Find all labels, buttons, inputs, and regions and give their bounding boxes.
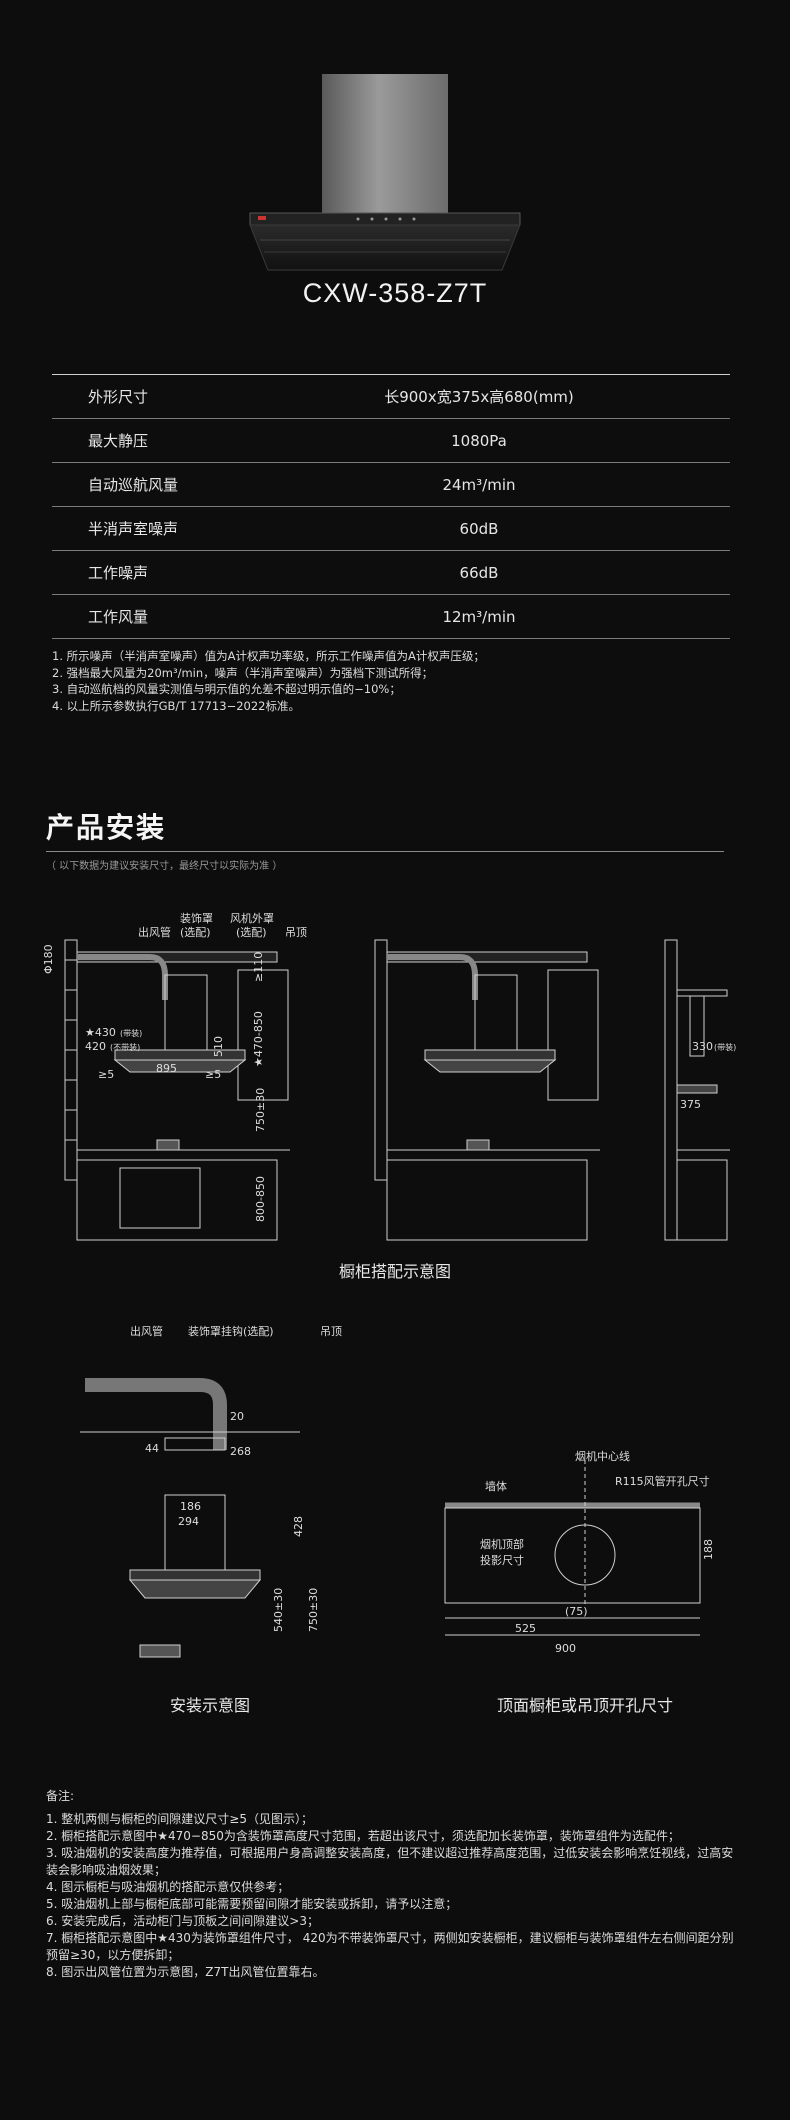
spec-notes: 1. 所示噪声（半消声室噪声）值为A计权声功率级，所示工作噪声值为A计权声压级；… [52, 648, 732, 714]
spec-label: 工作噪声 [88, 564, 149, 582]
label-ge5a: ≥5 [98, 1068, 114, 1081]
label-d188: 188 [702, 1539, 715, 1560]
label-d428: 428 [292, 1516, 305, 1537]
install-caption: 安装示意图 [169, 1696, 250, 1715]
spec-note: 3. 自动巡航档的风量实测值与明示值的允差不超过明示值的−10%； [52, 682, 401, 696]
spec-label: 工作风量 [88, 608, 149, 626]
label-d294: 294 [178, 1515, 199, 1528]
spec-row: 自动巡航风量 24m³/min [52, 463, 730, 507]
label-outlet: 出风管 [130, 1324, 163, 1338]
spec-value: 66dB [459, 563, 499, 582]
spec-row: 半消声室噪声 60dB [52, 507, 730, 551]
section-title: 产品安装 [46, 811, 167, 844]
remark-item: 4. 图示橱柜与吸油烟机的搭配示意仅供参考； [46, 1880, 290, 1894]
label-hole: R115风管开孔尺寸 [615, 1474, 710, 1488]
spec-label: 最大静压 [88, 432, 149, 450]
cabinet-diagram: 出风管 装饰罩 (选配) 风机外罩 (选配) 吊顶 Φ180 ≥110 ★430… [42, 911, 736, 1241]
spec-value: 长900x宽375x高680(mm) [384, 388, 574, 406]
label-d900: 900 [555, 1642, 576, 1655]
label-d750: 750±30 [307, 1588, 320, 1632]
spec-table: 外形尺寸 长900x宽375x高680(mm) 最大静压 1080Pa 自动巡航风量… [52, 374, 730, 639]
label-h750: 750±30 [254, 1088, 267, 1132]
label-d375: 375 [680, 1098, 701, 1111]
label-ge110: ≥110 [252, 952, 265, 982]
label-cover-opt: (选配) [180, 926, 211, 939]
remark-item: 5. 吸油烟机上部与橱柜底部可能需要预留间隙才能安装或拆卸，请予以注意； [46, 1897, 458, 1911]
label-outlet: 出风管 [138, 925, 171, 939]
label-h800: 800-850 [254, 1176, 267, 1222]
label-d186: 186 [180, 1500, 201, 1513]
label-proj2: 投影尺寸 [480, 1553, 524, 1567]
remark-item: 2. 橱柜搭配示意图中★470−850为含装饰罩高度尺寸范围，若超出该尺寸，须选… [46, 1829, 680, 1843]
spec-note: 4. 以上所示参数执行GB/T 17713−2022标准。 [52, 698, 300, 713]
label-h420: 420 [85, 1040, 106, 1053]
spec-note: 1. 所示噪声（半消声室噪声）值为A计权声功率级，所示工作噪声值为A计权声压级； [52, 649, 485, 663]
model-name: CXW-358-Z7T [302, 278, 488, 308]
label-ceiling: 吊顶 [320, 1325, 342, 1338]
spec-label: 自动巡航风量 [88, 476, 179, 494]
label-h420-note: (不带装) [110, 1042, 140, 1052]
remark-item: 3. 吸油烟机的安装高度为推荐值，可根据用户身高调整安装高度，但不建议超过推荐高… [46, 1846, 734, 1877]
range-hood-image [249, 74, 521, 271]
label-proj1: 烟机顶部 [480, 1537, 524, 1551]
spec-value: 12m³/min [442, 607, 516, 626]
remark-item: 6. 安装完成后，活动柜门与顶板之间间隙建议>3； [46, 1914, 319, 1928]
spec-note: 2. 强档最大风量为20m³/min，噪声（半消声室噪声）为强档下测试所得； [52, 665, 434, 680]
label-wall: 墙体 [485, 1479, 507, 1493]
label-cover: 装饰罩 [180, 911, 213, 925]
label-ge5b: ≥5 [205, 1068, 221, 1081]
install-diagram: 出风管 装饰罩挂钩(选配) 吊顶 20 44 268 186 294 428 5… [80, 1324, 342, 1658]
label-h430: ★430 [85, 1026, 116, 1039]
hole-diagram: 烟机中心线 墙体 R115风管开孔尺寸 烟机顶部 投影尺寸 188 (75) 5… [444, 1449, 715, 1655]
spec-row: 外形尺寸 长900x宽375x高680(mm) [52, 375, 730, 419]
label-ceiling: 吊顶 [285, 926, 307, 939]
spec-value: 60dB [459, 519, 499, 538]
label-w895: 895 [156, 1062, 177, 1075]
label-d44: 44 [145, 1442, 159, 1455]
label-fan-opt: (选配) [236, 926, 267, 939]
remark-item: 8. 图示出风管位置为示意图，Z7T出风管位置靠右。 [46, 1965, 325, 1979]
spec-row: 最大静压 1080Pa [52, 419, 730, 463]
spec-value: 24m³/min [442, 475, 516, 494]
label-d330-note: (带装) [714, 1042, 736, 1052]
label-d525: 525 [515, 1622, 536, 1635]
section-subtitle: （ 以下数据为建议安装尺寸，最终尺寸以实际为准 ） [46, 861, 283, 872]
label-centerline: 烟机中心线 [575, 1449, 630, 1463]
label-d330: 330 [692, 1040, 713, 1053]
label-d268: 268 [230, 1445, 251, 1458]
spec-label: 外形尺寸 [88, 388, 149, 406]
section-divider [46, 851, 724, 852]
label-phi180: Φ180 [42, 944, 55, 974]
spec-value: 1080Pa [451, 431, 507, 450]
cabinet-caption: 橱柜搭配示意图 [338, 1262, 451, 1281]
label-fan-cover: 风机外罩 [230, 911, 274, 925]
label-d510: 510 [212, 1036, 225, 1057]
label-d20: 20 [230, 1410, 244, 1423]
hole-caption: 顶面橱柜或吊顶开孔尺寸 [496, 1696, 673, 1715]
label-d540: 540±30 [272, 1588, 285, 1632]
remarks-title: 备注: [46, 1789, 75, 1803]
label-h430-note: (带装) [120, 1028, 142, 1038]
remark-item: 7. 橱柜搭配示意图中★430为装饰罩组件尺寸， 420为不带装饰罩尺寸，两侧如… [46, 1931, 734, 1962]
spec-row: 工作噪声 66dB [52, 551, 730, 595]
spec-label: 半消声室噪声 [88, 520, 179, 538]
remarks: 备注: 1. 整机两侧与橱柜的间隙建议尺寸≥5（见图示）； 2. 橱柜搭配示意图… [46, 1788, 736, 1981]
label-hook: 装饰罩挂钩(选配) [188, 1324, 274, 1338]
label-range: ★470-850 [252, 1011, 265, 1067]
label-d75: (75) [565, 1605, 588, 1618]
spec-row: 工作风量 12m³/min [52, 595, 730, 639]
remark-item: 1. 整机两侧与橱柜的间隙建议尺寸≥5（见图示）； [46, 1812, 313, 1826]
